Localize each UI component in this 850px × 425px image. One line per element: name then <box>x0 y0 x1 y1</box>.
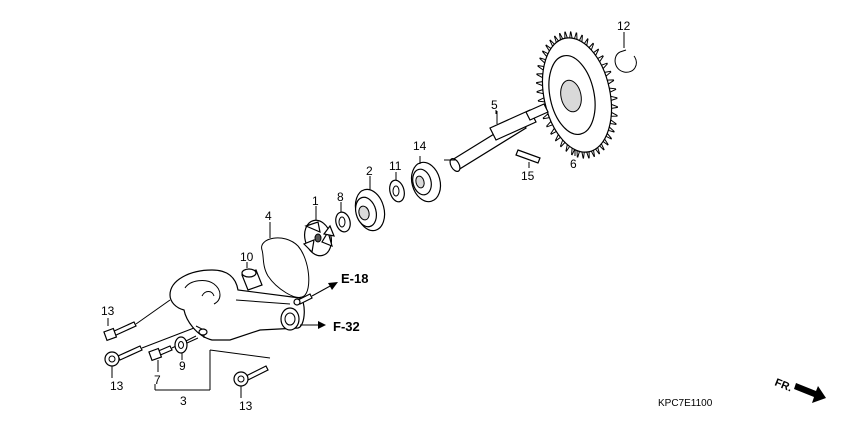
circlip-part-12 <box>614 49 637 73</box>
callout-13-upper: 13 <box>101 304 115 318</box>
callout-6: 6 <box>570 157 577 171</box>
callout-2: 2 <box>366 164 373 178</box>
reference-label-e18: E-18 <box>341 271 368 286</box>
callout-4: 4 <box>265 209 272 223</box>
pump-housing-part-3 <box>169 269 305 341</box>
diagram-code: KPC7E1100 <box>658 398 713 409</box>
callout-14: 14 <box>413 139 427 153</box>
callout-7: 7 <box>154 373 161 387</box>
callout-10: 10 <box>240 250 254 264</box>
callout-15: 15 <box>521 169 535 183</box>
reference-arrow-e18 <box>311 282 338 297</box>
gear-part-6 <box>536 31 618 159</box>
callout-13-middle: 13 <box>110 379 124 393</box>
collar-part-10 <box>241 262 263 291</box>
gear-teeth <box>536 31 618 159</box>
seal-part-2 <box>354 176 386 232</box>
front-direction-label: FR. <box>773 377 794 395</box>
callout-3: 3 <box>180 394 187 408</box>
washer-part-8 <box>335 202 351 233</box>
callout-12: 12 <box>617 19 631 33</box>
small-bolt-part <box>293 293 313 306</box>
front-direction-arrow-icon <box>794 383 826 403</box>
bearing-part-14 <box>410 156 442 203</box>
reference-arrow-f32 <box>300 321 326 329</box>
callout-11: 11 <box>389 159 402 173</box>
callout-9: 9 <box>179 359 186 373</box>
callout-5: 5 <box>491 98 498 112</box>
callout-13-lower: 13 <box>239 399 253 413</box>
oring-part-4 <box>261 222 310 298</box>
callout-bracket-3 <box>154 349 271 391</box>
callout-1: 1 <box>312 194 319 208</box>
washer-part-9 <box>174 336 199 354</box>
bolt-part-13-upper <box>103 299 171 342</box>
impeller-part-1 <box>302 206 335 257</box>
callout-8: 8 <box>337 190 344 204</box>
pin-part-15 <box>515 149 541 168</box>
washer-part-11 <box>389 172 405 203</box>
bolt-part-7 <box>148 335 197 362</box>
leader-lines <box>107 32 625 398</box>
reference-label-f32: F-32 <box>333 319 360 334</box>
bolt-part-13-lower <box>233 365 269 387</box>
shaft-part-5 <box>444 103 549 172</box>
